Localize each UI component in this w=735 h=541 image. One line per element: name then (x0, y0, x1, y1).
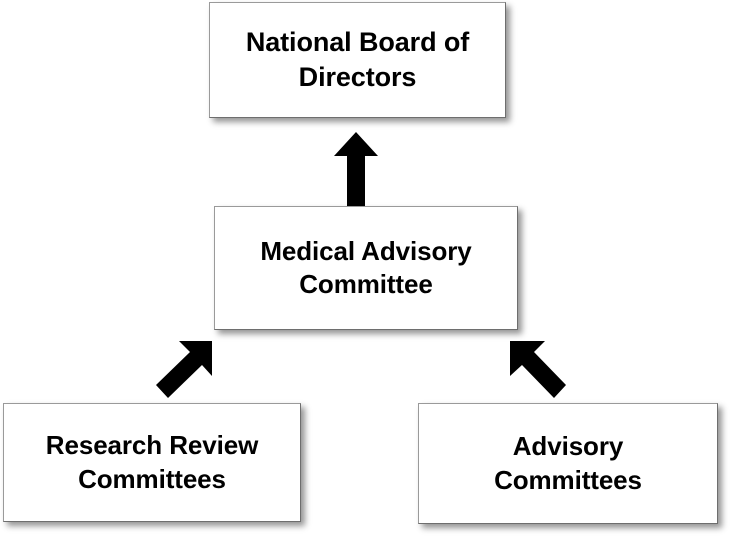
node-advisory-committees-label: Advisory Committees (494, 431, 642, 495)
arrow-up-left-icon (510, 341, 566, 398)
node-research-review-committees-label: Research Review Committees (45, 430, 259, 494)
node-national-board[interactable]: National Board of Directors (209, 2, 506, 118)
node-national-board-label: National Board of Directors (245, 27, 470, 92)
arrow-up-right-icon (156, 341, 212, 398)
arrow-research-review-to-medical-advisory (148, 332, 224, 408)
arrow-medical-advisory-to-national-board (325, 126, 387, 210)
node-medical-advisory-committee-label: Medical Advisory Committee (260, 235, 472, 299)
node-research-review-committees[interactable]: Research Review Committees (3, 403, 301, 522)
node-advisory-committees[interactable]: Advisory Committees (418, 403, 718, 524)
arrow-advisory-committees-to-medical-advisory (498, 332, 574, 408)
node-medical-advisory-committee[interactable]: Medical Advisory Committee (214, 206, 518, 330)
arrow-up-icon (334, 132, 378, 206)
